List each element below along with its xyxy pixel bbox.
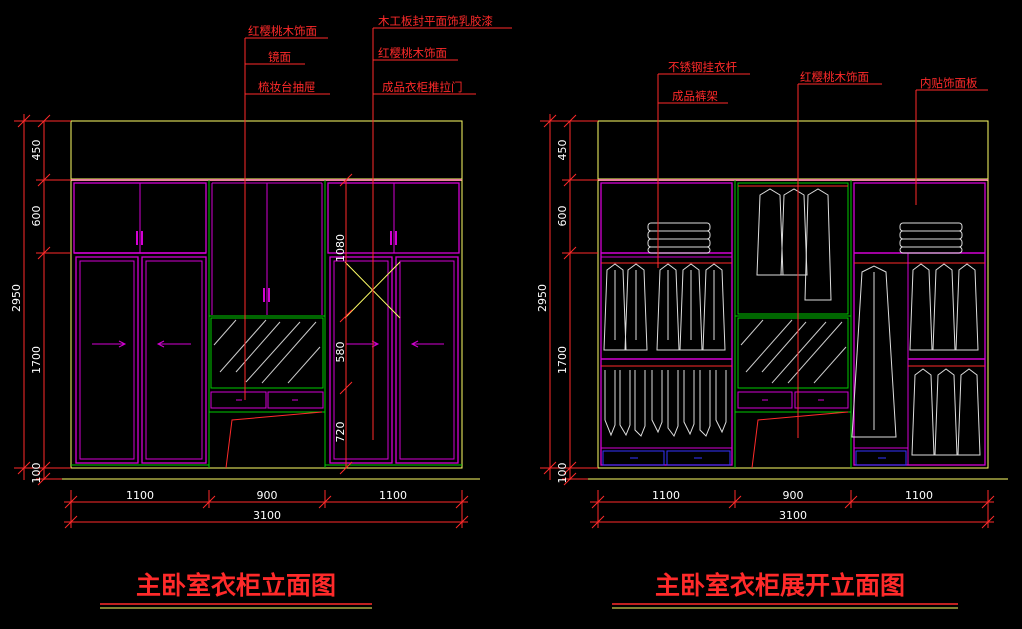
right-middle-coats xyxy=(756,188,832,301)
right-hanging-trousers xyxy=(604,370,727,438)
right-dim-width-1: 1100 xyxy=(652,489,680,502)
callout-steel-rod: 不锈钢挂衣杆 xyxy=(668,60,737,74)
callout-board-latex-paint: 木工板封平面饰乳胶漆 xyxy=(378,14,493,28)
left-mirror-hatch xyxy=(213,319,321,384)
right-dim-600: 600 xyxy=(556,206,569,227)
right-dim-total-width: 3100 xyxy=(779,509,807,522)
left-drawing-title: 主卧室衣柜立面图 xyxy=(136,571,336,600)
right-cabinet-outline xyxy=(597,179,989,469)
dim-100: 100 xyxy=(30,463,43,484)
dim-600: 600 xyxy=(30,206,43,227)
dim-width-1: 1100 xyxy=(126,489,154,502)
right-long-coat xyxy=(851,265,897,438)
right-drawing-title: 主卧室衣柜展开立面图 xyxy=(655,571,905,600)
dim-1080: 1080 xyxy=(334,234,347,262)
left-cabinet-outline xyxy=(70,179,463,469)
right-top-cabinet xyxy=(597,120,989,180)
right-dim-2950: 2950 xyxy=(536,284,549,312)
right-elevation: 450 600 2950 1700 100 1100 900 1100 3100 xyxy=(536,60,1008,609)
callout-vanity-drawer: 梳妆台抽屉 xyxy=(258,80,316,94)
dim-2950: 2950 xyxy=(10,284,23,312)
callout-inner-veneer: 内贴饰面板 xyxy=(920,76,978,90)
dim-1700: 1700 xyxy=(30,346,43,374)
right-dim-width-2: 900 xyxy=(783,489,804,502)
callout-right-cherry-veneer: 红樱桃木饰面 xyxy=(800,70,869,84)
left-top-cabinet xyxy=(70,120,463,180)
right-hanging-shirts-1 xyxy=(603,263,726,351)
dim-width-3: 1100 xyxy=(379,489,407,502)
right-dim-100: 100 xyxy=(556,463,569,484)
callout-trouser-rack: 成品裤架 xyxy=(672,89,718,103)
callout-sliding-door: 成品衣柜推拉门 xyxy=(382,80,463,94)
callout-cherry-veneer-2: 红樱桃木饰面 xyxy=(378,46,447,60)
dim-450: 450 xyxy=(30,140,43,161)
left-elevation: 1080 580 720 450 600 2950 1700 100 xyxy=(10,14,512,609)
right-hanging-shirts-2 xyxy=(909,263,981,456)
right-dim-width-3: 1100 xyxy=(905,489,933,502)
callout-cherry-veneer: 红樱桃木饰面 xyxy=(248,24,317,38)
right-dim-1700: 1700 xyxy=(556,346,569,374)
dim-720: 720 xyxy=(334,422,347,443)
right-dim-450: 450 xyxy=(556,140,569,161)
callout-mirror: 镜面 xyxy=(268,50,291,64)
dim-width-2: 900 xyxy=(257,489,278,502)
dim-total-width: 3100 xyxy=(253,509,281,522)
dim-580: 580 xyxy=(334,342,347,363)
